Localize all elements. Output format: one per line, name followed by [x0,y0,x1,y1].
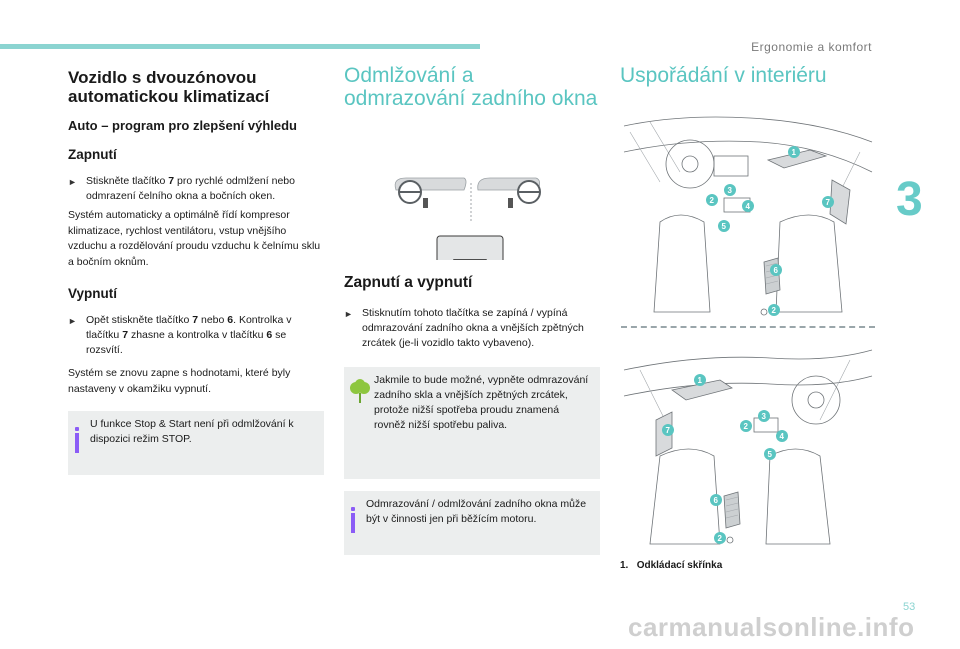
on-heading: Zapnutí [68,147,117,162]
on-description: Systém automaticky a optimálně řídí komp… [68,209,321,268]
off-heading: Vypnutí [68,286,117,301]
svg-text:6: 6 [774,266,779,275]
callout-3-bottom: 3 [758,410,770,422]
interior-layout-title: Uspořádání v interiéru [620,64,827,87]
callout-7-bottom: 7 [662,424,674,436]
visibility-program-heading: Auto – program pro zlepšení výhledu [68,118,297,133]
interior-diagram-rhd: 1 3 2 4 5 7 6 2 [623,349,873,545]
arrow-bullet-icon: ► [68,316,77,326]
callout-1-bottom: 1 [694,374,706,386]
callout-3-top: 3 [724,184,736,196]
svg-text:4: 4 [746,202,751,211]
svg-text:1: 1 [698,376,703,385]
callout-2-bottom: 2 [740,420,752,432]
header-accent-bar [0,44,480,49]
engine-running-note: Odmrazování / odmlžování zadního okna mů… [344,491,600,555]
callout-6-top: 6 [770,264,782,276]
info-icon [68,417,90,475]
off-description: Systém se znovu zapne s hodnotami, které… [68,367,291,395]
section-title: Ergonomie a komfort [751,40,872,54]
svg-text:2: 2 [718,534,723,543]
svg-text:2: 2 [710,196,715,205]
column-climate: Vozidlo s dvouzónovou automatickou klima… [68,68,324,475]
stop-start-note: U funkce Stop & Start není při odmlžován… [68,411,324,475]
legend-item-glovebox: 1. Odkládací skřínka [620,560,723,571]
svg-text:1: 1 [792,148,797,157]
steering-wheel-left-icon [394,177,467,208]
svg-text:7: 7 [666,426,671,435]
off-instruction: ► Opět stiskněte tlačítko 7 nebo 6. Kont… [68,314,292,356]
rear-defrost-illustration [394,177,541,260]
callout-4-bottom: 4 [776,430,788,442]
svg-text:5: 5 [768,450,773,459]
column-interior-layout: Uspořádání v interiéru [620,64,880,87]
steering-wheel-right-icon [477,177,541,208]
arrow-bullet-icon: ► [68,177,77,187]
svg-text:3: 3 [728,186,733,195]
watermark: carmanualsonline.info [628,612,915,642]
rear-defrost-button [436,235,504,260]
callout-7-top: 7 [822,196,834,208]
diagram-divider [621,326,875,328]
callout-4-top: 4 [742,200,754,212]
climate-title: Vozidlo s dvouzónovou automatickou klima… [68,68,270,106]
callout-6-bottom: 6 [710,494,722,506]
rear-defrost-instruction: ► Stisknutím tohoto tlačítka se zapíná /… [344,307,584,349]
svg-text:3: 3 [762,412,767,421]
chapter-number: 3 [896,173,923,226]
callout-2b-top: 2 [768,304,780,316]
callout-2b-bottom: 2 [714,532,726,544]
callout-1-top: 1 [788,146,800,158]
interior-diagram-lhd: 1 3 2 4 5 7 6 2 [623,116,873,316]
info-icon [344,497,366,555]
callout-2-top: 2 [706,194,718,206]
svg-text:7: 7 [826,198,831,207]
svg-text:6: 6 [714,496,719,505]
switch-on-off-heading: Zapnutí a vypnutí [344,274,473,291]
arrow-bullet-icon: ► [344,309,353,319]
page-number: 53 [903,601,916,613]
svg-text:5: 5 [722,222,727,231]
column-rear-window: Odmlžování a odmrazování zadního okna Za… [344,64,600,555]
callout-5-bottom: 5 [764,448,776,460]
eco-note: Jakmile to bude možné, vypněte odmrazová… [344,367,600,479]
eco-leaf-icon [344,373,374,479]
svg-text:2: 2 [772,306,777,315]
on-instruction: ► Stiskněte tlačítko 7 pro rychlé odmlže… [68,175,295,202]
svg-text:2: 2 [744,422,749,431]
rear-window-title: Odmlžování a odmrazování zadního okna [344,64,598,110]
svg-text:4: 4 [780,432,785,441]
callout-5-top: 5 [718,220,730,232]
